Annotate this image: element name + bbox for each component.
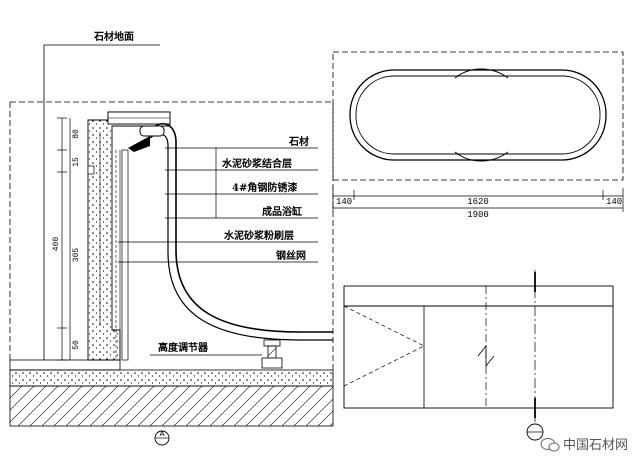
label-angle-steel: 4#角钢防锈漆 xyxy=(232,181,297,194)
label-wire-mesh: 钢丝网 xyxy=(276,249,306,262)
plan-dim-left: 140 xyxy=(336,197,352,207)
label-cement-bond-layer: 水泥砂浆结合层 xyxy=(221,157,292,170)
section-mark-label: A xyxy=(160,430,165,439)
plan-dim-right: 140 xyxy=(606,197,622,207)
dim-50: 50 xyxy=(72,340,81,350)
elevation-view xyxy=(343,270,614,441)
plan-dim-middle: 1620 xyxy=(467,197,489,207)
label-height-adjuster: 高度调节器 xyxy=(158,341,209,354)
label-stone-floor: 石材地面 xyxy=(93,30,134,43)
plan-view: 140 1620 140 1900 xyxy=(332,51,624,220)
watermark: 中国石材网 xyxy=(540,438,628,453)
label-cement-plaster-layer: 水泥砂浆粉刷层 xyxy=(223,229,294,242)
dim-400: 400 xyxy=(52,237,61,252)
wechat-icon xyxy=(540,438,560,452)
label-stone: 石材 xyxy=(288,135,309,148)
height-adjuster-foot xyxy=(261,339,283,369)
dim-305: 305 xyxy=(72,248,81,263)
section-mark-icon xyxy=(154,430,170,446)
dim-15: 15 xyxy=(72,157,81,167)
section-view: 石材地面 400 80 15 305 50 xyxy=(9,30,334,446)
vertical-dimensions xyxy=(57,117,71,361)
plan-dim-total: 1900 xyxy=(467,210,489,220)
dim-80: 80 xyxy=(72,129,81,139)
watermark-text: 中国石材网 xyxy=(563,438,628,453)
label-bathtub: 成品浴缸 xyxy=(262,205,302,218)
